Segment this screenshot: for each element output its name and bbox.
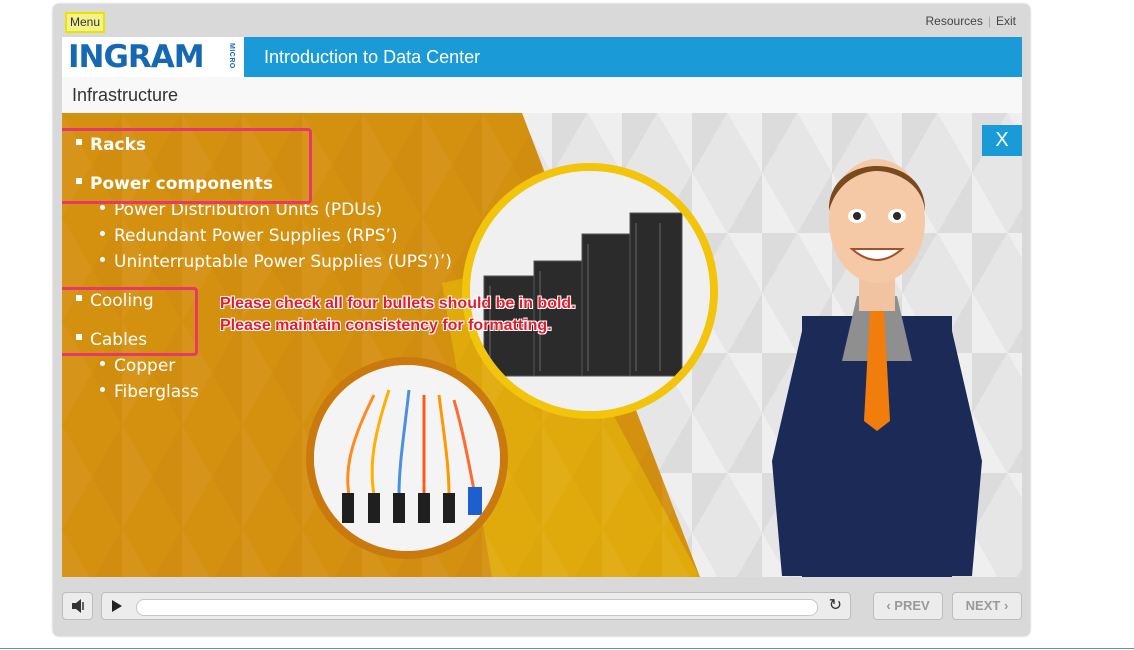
volume-button[interactable] bbox=[62, 592, 93, 620]
next-button[interactable]: NEXT › bbox=[952, 592, 1022, 620]
square-bullet-icon bbox=[76, 334, 82, 340]
review-comment-line: Please check all four bullets should be … bbox=[220, 295, 576, 312]
dot-bullet-icon bbox=[100, 361, 105, 366]
bullet-cables: Cables bbox=[76, 330, 147, 350]
review-highlight-box bbox=[62, 128, 312, 204]
bullet-cooling: Cooling bbox=[76, 291, 154, 311]
bullet-racks: Racks bbox=[76, 135, 146, 155]
page-divider bbox=[0, 648, 1134, 649]
course-title: Introduction to Data Center bbox=[264, 47, 481, 67]
square-bullet-icon bbox=[76, 178, 82, 184]
presenter-character bbox=[772, 159, 982, 577]
play-icon[interactable] bbox=[112, 600, 122, 612]
speaker-icon bbox=[72, 599, 84, 613]
ingram-micro-logo: INGRAM MICRO bbox=[62, 37, 244, 77]
subbullet-fiberglass: Fiberglass bbox=[100, 382, 199, 402]
subbullet-rps: Redundant Power Supplies (RPS’) bbox=[100, 226, 398, 246]
chevron-left-icon: ‹ bbox=[886, 598, 891, 613]
resources-link[interactable]: Resources bbox=[925, 14, 983, 28]
review-comment-line: Please maintain consistency for formatti… bbox=[220, 317, 552, 334]
course-player: Menu Resources | Exit INGRAM MICRO Introdu… bbox=[53, 4, 1030, 636]
dot-bullet-icon bbox=[100, 231, 105, 236]
section-title: Infrastructure bbox=[72, 85, 179, 105]
review-comment: Please check all four bullets should be … bbox=[220, 293, 576, 337]
server-racks-illustration bbox=[470, 171, 710, 411]
slide-stage: Racks Power components Power Distributio… bbox=[62, 113, 1022, 577]
server-racks-image bbox=[462, 163, 718, 419]
exit-link[interactable]: Exit bbox=[995, 14, 1016, 28]
square-bullet-icon bbox=[76, 139, 82, 145]
progress-track[interactable] bbox=[136, 599, 818, 616]
dot-bullet-icon bbox=[100, 205, 105, 210]
logo-wordmark: INGRAM bbox=[68, 39, 205, 75]
subbullet-copper: Copper bbox=[100, 356, 175, 376]
dot-bullet-icon bbox=[100, 257, 105, 262]
fiber-cables-image bbox=[306, 357, 508, 559]
section-header: Infrastructure bbox=[62, 77, 1022, 113]
link-separator: | bbox=[987, 14, 991, 28]
fiber-cables-illustration bbox=[314, 365, 500, 551]
bullet-power-components: Power components bbox=[76, 174, 273, 194]
menu-button[interactable]: Menu bbox=[65, 12, 106, 33]
course-header: INGRAM MICRO Introduction to Data Center bbox=[62, 37, 1022, 77]
top-links: Resources | Exit bbox=[926, 14, 1017, 28]
replay-icon[interactable]: ↻ bbox=[828, 597, 842, 614]
play-seek-bar: ↻ bbox=[101, 592, 851, 620]
close-button[interactable]: X bbox=[982, 125, 1022, 156]
review-highlight-box bbox=[62, 287, 198, 356]
subbullet-pdus: Power Distribution Units (PDUs) bbox=[100, 200, 382, 220]
chevron-right-icon: › bbox=[1003, 598, 1009, 613]
prev-button[interactable]: ‹ PREV bbox=[873, 592, 943, 620]
subbullet-ups: Uninterruptable Power Supplies (UPS’)’) bbox=[100, 252, 452, 272]
square-bullet-icon bbox=[76, 295, 82, 301]
logo-micro-text: MICRO bbox=[228, 43, 235, 69]
playback-controls: ↻ ‹ PREV NEXT › bbox=[62, 590, 1022, 624]
dot-bullet-icon bbox=[100, 387, 105, 392]
